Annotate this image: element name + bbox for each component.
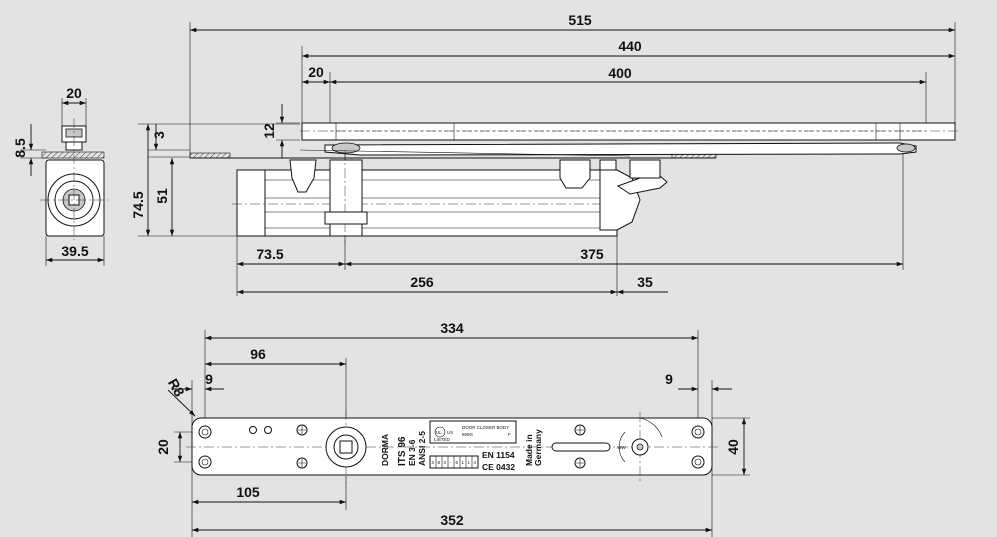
slide-rail <box>301 122 956 141</box>
en-code-label: EN 1154 <box>482 450 515 460</box>
dim-20-top-label: 20 <box>308 64 324 80</box>
dim-9-left-label: 9 <box>205 371 213 387</box>
spindle <box>325 426 367 468</box>
svg-text:1: 1 <box>468 460 471 465</box>
dim-256-label: 256 <box>410 274 434 290</box>
dim-73-5-label: 73.5 <box>256 246 283 262</box>
model-label: ITS 96 <box>397 436 408 466</box>
dim-400-label: 400 <box>608 65 632 81</box>
dim-20-side-label: 20 <box>66 85 82 101</box>
lever-arm <box>324 142 917 156</box>
svg-text:1: 1 <box>462 460 465 465</box>
screw-hole-tl <box>198 425 212 439</box>
svg-text:4: 4 <box>474 460 477 465</box>
made-in-label: Made in <box>524 434 534 466</box>
dim-96-label: 96 <box>250 346 266 362</box>
side-elevation-view <box>189 122 958 245</box>
top-dimensions: 515 440 400 20 12 3 74.5 51 73.5 <box>130 12 956 296</box>
dim-51-label: 51 <box>154 188 170 204</box>
cross-screw-2 <box>296 457 308 469</box>
dim-352-label: 352 <box>440 512 464 528</box>
ul-code: 669G <box>462 432 474 437</box>
dim-334-label: 334 <box>440 320 464 336</box>
dim-3-label: 3 <box>151 131 167 139</box>
germany-label: Germany <box>533 429 543 466</box>
ul-product-text: DOOR CLOSER BODY <box>462 425 509 430</box>
svg-text:3: 3 <box>444 460 447 465</box>
dim-375-label: 375 <box>580 246 604 262</box>
brand-label: DORMA <box>380 434 390 466</box>
screw-hole-tr <box>691 425 705 439</box>
svg-text:8: 8 <box>438 460 441 465</box>
ul-mark: UL <box>436 430 442 435</box>
dim-8-5-label: 8.5 <box>12 138 28 158</box>
dim-105-label: 105 <box>236 484 260 500</box>
screw-hole-br <box>691 455 705 469</box>
power-adjust: WW <box>617 417 663 463</box>
svg-text:3: 3 <box>432 460 435 465</box>
svg-text:WW: WW <box>617 445 626 450</box>
svg-text:-: - <box>450 460 452 465</box>
dim-20-plate-label: 20 <box>155 439 171 455</box>
ul-label-box <box>429 420 517 444</box>
dim-12-label: 12 <box>261 123 277 139</box>
cross-screw-1 <box>296 424 308 436</box>
dim-r8-label: R8 <box>165 376 188 400</box>
plate-dimensions: 334 96 9 9 R8 20 40 105 352 <box>155 320 750 537</box>
standard-en-label: EN 3-6 <box>407 439 417 466</box>
ul-f: F <box>508 432 511 437</box>
svg-text:6: 6 <box>456 460 459 465</box>
ce-label: CE 0432 <box>482 462 515 472</box>
grade-box: 3 8 3 - 6 1 1 4 <box>429 455 479 469</box>
dim-440-label: 440 <box>618 38 642 54</box>
dim-39-5-label: 39.5 <box>61 243 88 259</box>
screw-hole-bl <box>198 455 212 469</box>
dim-515-label: 515 <box>568 12 592 28</box>
dim-35-label: 35 <box>637 274 653 290</box>
ul-listed: LISTED <box>434 437 451 442</box>
cross-screw-3 <box>574 424 586 436</box>
dim-9-right-label: 9 <box>665 371 673 387</box>
end-view: 20 8.5 39.5 <box>12 85 108 266</box>
dim-74-5-label: 74.5 <box>130 191 146 218</box>
ul-us: US <box>447 430 453 435</box>
adjust-slot <box>551 442 611 452</box>
dim-40-label: 40 <box>725 439 741 455</box>
mounting-plate: WW DORMA ITS 96 EN 3-6 ANSI 2-5 UL US LI… <box>186 410 720 484</box>
cross-screw-4 <box>574 457 586 469</box>
standard-ansi-label: ANSI 2-5 <box>417 431 427 466</box>
